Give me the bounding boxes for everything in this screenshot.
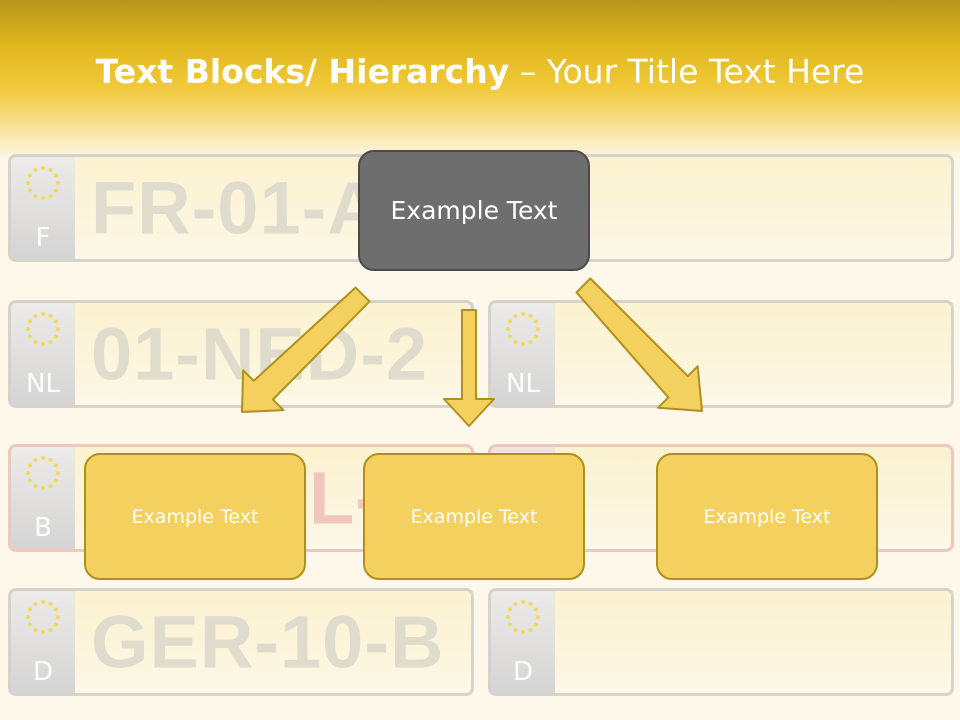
plate-country-code: NL	[26, 369, 60, 399]
eu-stars-icon	[26, 166, 60, 200]
eu-stars-icon	[26, 312, 60, 346]
hierarchy-child-box-1[interactable]: Example Text	[84, 453, 306, 580]
slide-title-bold: Text Blocks/ Hierarchy	[95, 52, 510, 91]
slide-title-rest: – Your Title Text Here	[509, 52, 865, 91]
license-plate-netherlands-left: NL 01-NED-2	[8, 300, 474, 408]
plate-registration: FR-01-A	[91, 166, 382, 250]
arrow-center	[443, 309, 495, 427]
hierarchy-child-box-3[interactable]: Example Text	[656, 453, 878, 580]
eu-band: NL	[491, 303, 555, 405]
plate-country-code: D	[32, 657, 54, 687]
eu-stars-icon	[506, 600, 540, 634]
eu-stars-icon	[26, 600, 60, 634]
eu-band: D	[491, 591, 555, 693]
arrow-right	[575, 277, 703, 412]
plate-registration: GER-10-B	[91, 600, 445, 684]
hierarchy-child-box-2[interactable]: Example Text	[363, 453, 585, 580]
license-plate-germany-right: D	[488, 588, 954, 696]
eu-stars-icon	[506, 312, 540, 346]
plate-country-code: F	[35, 223, 51, 253]
eu-band: NL	[11, 303, 75, 405]
plate-country-code: D	[512, 657, 534, 687]
eu-band: B	[11, 447, 75, 549]
eu-band: D	[11, 591, 75, 693]
hierarchy-root-box[interactable]: Example Text	[358, 150, 590, 271]
title-banner	[0, 0, 960, 160]
plate-country-code: NL	[506, 369, 540, 399]
eu-band: F	[11, 157, 75, 259]
plate-country-code: B	[34, 513, 52, 543]
eu-stars-icon	[26, 456, 60, 490]
license-plate-netherlands-right: NL	[488, 300, 954, 408]
slide-title: Text Blocks/ Hierarchy – Your Title Text…	[0, 52, 960, 91]
arrow-left	[241, 286, 371, 413]
license-plate-germany-left: D GER-10-B	[8, 588, 474, 696]
